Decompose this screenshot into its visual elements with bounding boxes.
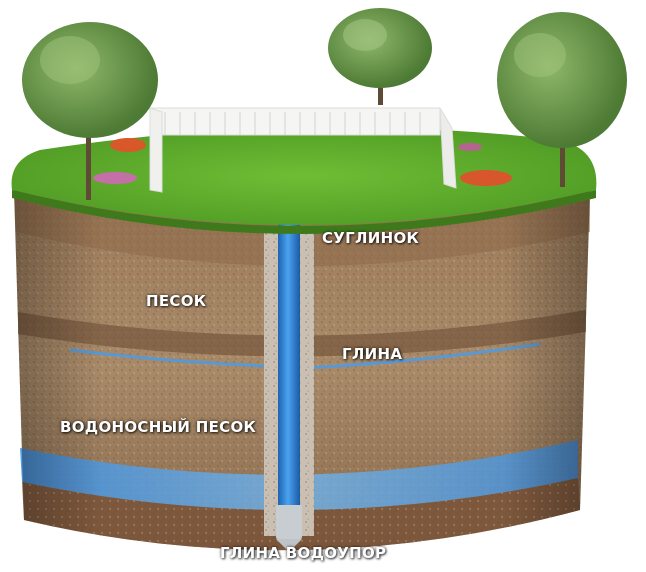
flowerbed-icon [93, 138, 512, 186]
label-loam: СУГЛИНОК [322, 229, 420, 247]
label-sand: ПЕСОК [146, 292, 207, 310]
label-clay-aquitard: ГЛИНА ВОДОУПОР [220, 544, 387, 562]
label-aquifer-sand: ВОДОНОСНЫЙ ПЕСОК [60, 418, 257, 436]
tree-icon [328, 8, 432, 105]
tree-icon [497, 12, 627, 187]
well-pipe [276, 222, 302, 552]
label-clay: ГЛИНА [342, 345, 403, 363]
fence-icon [149, 107, 457, 193]
tree-icon [22, 22, 158, 200]
